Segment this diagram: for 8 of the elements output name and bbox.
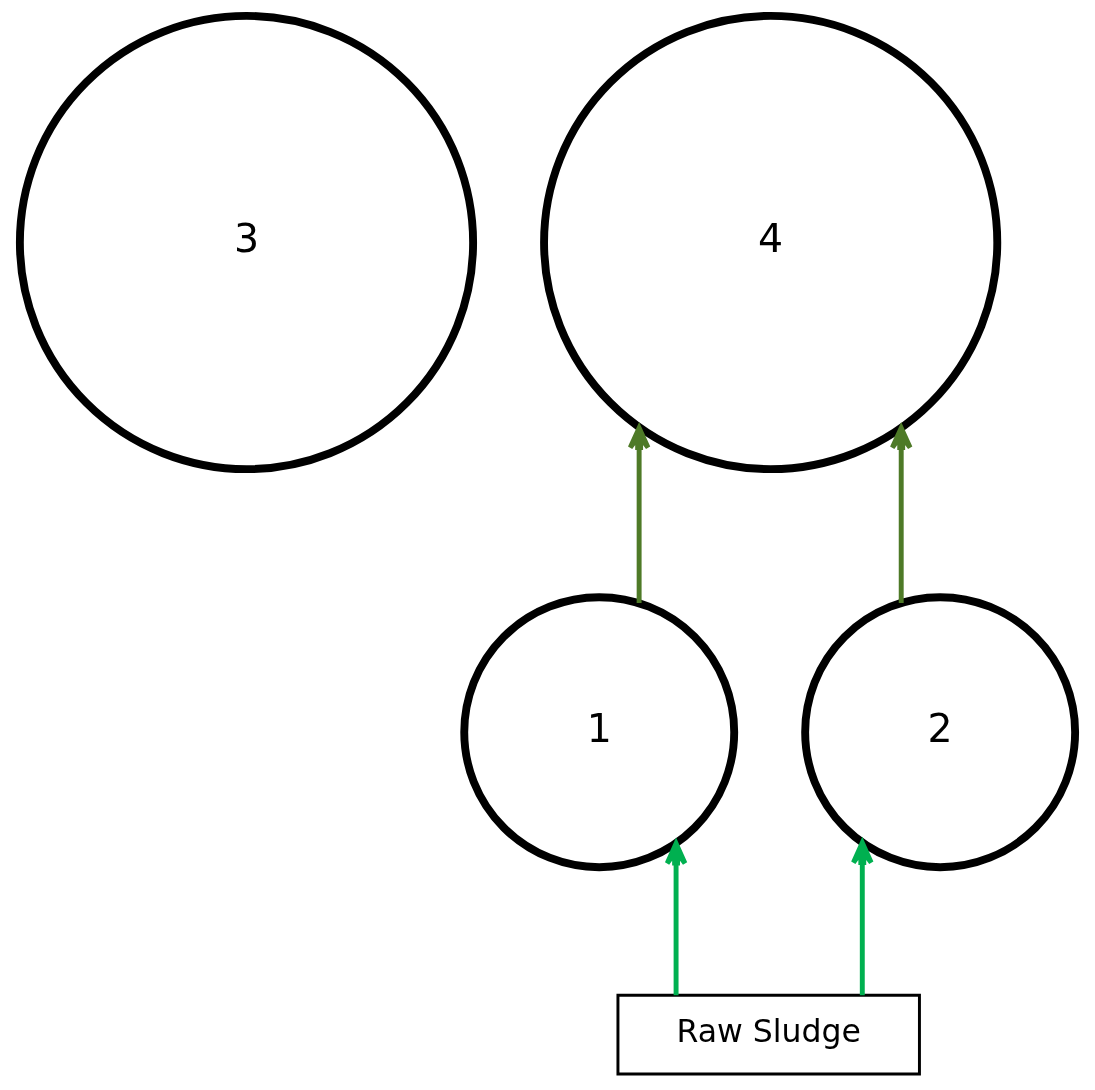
node-circle: 3 — [15, 11, 478, 474]
arrow — [627, 425, 651, 603]
node-circle: 1 — [460, 593, 739, 872]
node-circle: 4 — [540, 11, 1002, 474]
node-box: Raw Sludge — [616, 993, 921, 1076]
arrow — [889, 425, 913, 603]
node-circle: 2 — [801, 593, 1080, 872]
arrow — [664, 840, 688, 996]
